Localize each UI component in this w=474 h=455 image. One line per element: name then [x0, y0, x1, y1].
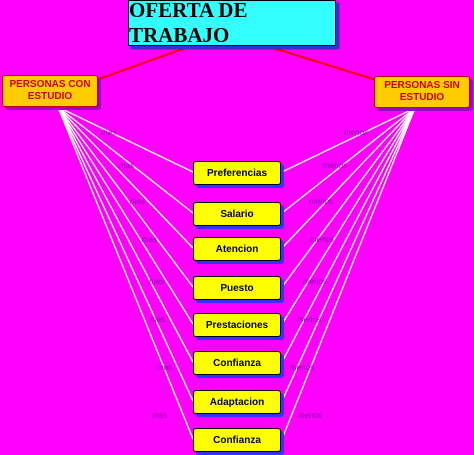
edge-label-mas: mas: [101, 128, 117, 137]
offer-confianza: Confianza: [193, 351, 281, 375]
edge-label-mas: mas: [150, 315, 166, 324]
connector-left-3: [57, 106, 194, 288]
edge-label-menos: menos: [303, 277, 328, 286]
connector-left-6: [57, 106, 194, 402]
connector-right-0: [281, 107, 416, 173]
edge-label-menos: menos: [290, 363, 315, 372]
edge-label-mas: mas: [130, 197, 146, 206]
title-connector-left: [95, 46, 189, 81]
edge-label-menos: menos: [310, 235, 335, 244]
connector-left-5: [57, 106, 194, 363]
connector-left-7: [57, 106, 194, 440]
edge-label-menos: menos: [298, 411, 323, 420]
offer-atencion: Atencion: [193, 237, 281, 261]
edge-label-menos: menos: [297, 315, 322, 324]
title-connector-right: [269, 46, 377, 81]
edge-label-mas: mas: [149, 277, 165, 286]
edge-label-menos: menos: [344, 128, 369, 137]
connector-right-6: [281, 107, 416, 402]
group-personas-sin-estudio: PERSONAS SIN ESTUDIO: [374, 76, 470, 108]
connector-left-4: [57, 106, 194, 325]
offer-confianza-2: Confianza: [193, 428, 281, 452]
offer-adaptacion: Adaptacion: [193, 390, 281, 414]
edge-label-menos: menos: [309, 197, 334, 206]
connector-right-3: [281, 107, 416, 288]
connector-right-7: [281, 107, 416, 440]
connector-left-2: [57, 106, 194, 249]
connector-right-5: [281, 107, 416, 363]
offer-salario: Salario: [193, 202, 281, 226]
offer-puesto: Puesto: [193, 276, 281, 300]
connector-left-1: [57, 106, 194, 214]
diagram-title: OFERTA DE TRABAJO: [128, 0, 336, 47]
group-personas-con-estudio: PERSONAS CON ESTUDIO: [2, 75, 98, 107]
connector-left-0: [57, 106, 194, 173]
connector-right-1: [281, 107, 416, 214]
offer-preferencias: Preferencias: [193, 161, 281, 185]
edge-label-mas: mas: [142, 235, 158, 244]
edge-label-mas: mas: [119, 161, 135, 170]
edge-label-mas: mas: [152, 411, 168, 420]
connector-right-2: [281, 107, 416, 249]
connector-right-4: [281, 107, 416, 325]
edge-label-mas: mas: [157, 363, 173, 372]
edge-label-menos: menos: [323, 161, 348, 170]
offer-prestaciones: Prestaciones: [193, 313, 281, 337]
